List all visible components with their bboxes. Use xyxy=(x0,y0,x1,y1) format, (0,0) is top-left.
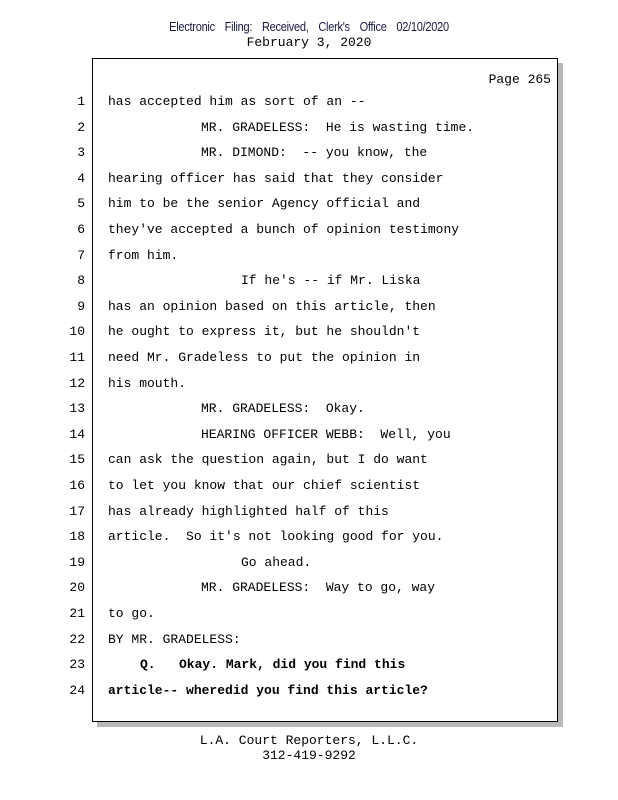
transcript-line: 22 BY MR. GRADELESS: xyxy=(69,631,557,650)
transcript-line: 19 Go ahead. xyxy=(69,554,557,573)
line-text: article-- wheredid you find this article… xyxy=(108,682,428,698)
transcript-line: 24 article-- wheredid you find this artic… xyxy=(69,682,557,701)
line-text: they've accepted a bunch of opinion test… xyxy=(108,222,460,237)
line-text: BY MR. GRADELESS: xyxy=(108,631,241,647)
line-number: 18 xyxy=(69,529,85,545)
line-text: can ask the question again, but I do wan… xyxy=(108,452,428,468)
transcript-line: 17 has already highlighted half of this xyxy=(69,503,557,522)
line-number: 19 xyxy=(69,554,85,570)
transcript-line: 9 has an opinion based on this article, t… xyxy=(77,298,557,317)
line-number: 6 xyxy=(77,222,85,237)
line-number: 2 xyxy=(77,119,85,135)
transcript-line: 11 need Mr. Gradeless to put the opinion … xyxy=(69,350,557,368)
filing-stamp: Electronic Filing: Received, Clerk's Off… xyxy=(169,20,449,34)
reporter-company: L.A. Court Reporters, L.L.C. xyxy=(199,733,419,748)
line-number: 9 xyxy=(77,298,85,314)
line-number: 4 xyxy=(77,170,85,186)
line-text: has an opinion based on this article, th… xyxy=(108,298,436,314)
line-text: hearing officer has said that they consi… xyxy=(108,170,444,186)
transcript-line: 14 HEARING OFFICER WEBB: Well, you xyxy=(69,426,557,445)
line-text: MR. GRADELESS: He is wasting time. xyxy=(201,119,475,135)
transcript-line: 4 hearing officer has said that they cons… xyxy=(77,170,557,189)
line-number: 1 xyxy=(77,94,85,109)
transcript-line: 20 MR. GRADELESS: Way to go, way xyxy=(69,580,557,598)
line-number: 23 xyxy=(69,657,85,673)
line-number: 17 xyxy=(69,503,85,519)
transcript-line: 7 from him. xyxy=(77,247,557,266)
line-number: 12 xyxy=(69,375,85,391)
line-number: 24 xyxy=(69,682,85,698)
transcript-line: 18 article. So it's not looking good for … xyxy=(69,529,557,547)
line-text: has accepted him as sort of an -- xyxy=(108,94,366,109)
transcript-line: 3 MR. DIMOND: -- you know, the xyxy=(77,145,557,163)
line-number: 8 xyxy=(77,273,85,289)
line-number: 21 xyxy=(69,606,85,621)
line-number: 10 xyxy=(69,324,85,340)
line-text: If he's -- if Mr. Liska xyxy=(241,273,421,289)
transcript-line: 23 Q. Okay. Mark, did you find this xyxy=(69,657,557,675)
line-text: MR. GRADELESS: Okay. xyxy=(201,401,365,417)
line-text: need Mr. Gradeless to put the opinion in xyxy=(108,350,421,365)
line-text: HEARING OFFICER WEBB: Well, you xyxy=(201,426,451,442)
transcript-line: 21 to go. xyxy=(69,606,557,624)
reporter-phone: 312-419-9292 xyxy=(262,748,356,763)
transcript-line: 2 MR. GRADELESS: He is wasting time. xyxy=(77,119,557,138)
line-text: Go ahead. xyxy=(241,554,312,570)
transcript-line: 15 can ask the question again, but I do w… xyxy=(69,452,557,470)
line-text: MR. GRADELESS: Way to go, way xyxy=(201,580,436,596)
line-number: 22 xyxy=(69,631,85,647)
line-number: 15 xyxy=(69,452,85,468)
footer: L.A. Court Reporters, L.L.C. 312-419-929… xyxy=(0,733,618,763)
transcript-page: Page 265 1 has accepted him as sort of an… xyxy=(69,58,558,722)
line-text: his mouth. xyxy=(108,375,187,391)
transcript-line: 8 If he's -- if Mr. Liska xyxy=(77,273,557,291)
transcript-line: 10 he ought to express it, but he shouldn… xyxy=(69,324,557,342)
transcript-line: 1 has accepted him as sort of an -- xyxy=(77,94,557,112)
line-text: to let you know that our chief scientist xyxy=(108,478,421,493)
transcript-date: February 3, 2020 xyxy=(246,35,372,50)
transcript-line: 16 to let you know that our chief scienti… xyxy=(69,478,557,496)
transcript-line: 12 his mouth. xyxy=(69,375,557,394)
line-number: 5 xyxy=(77,196,85,212)
line-text: has already highlighted half of this xyxy=(108,503,389,519)
line-number: 13 xyxy=(69,401,85,417)
line-text: from him. xyxy=(108,247,179,263)
line-number: 3 xyxy=(77,145,85,161)
line-text: article. So it's not looking good for yo… xyxy=(108,529,444,545)
line-number: 7 xyxy=(77,247,85,263)
line-text: to go. xyxy=(108,606,155,621)
line-number: 11 xyxy=(69,350,85,365)
transcript-line: 6 they've accepted a bunch of opinion tes… xyxy=(77,222,557,240)
page-number: Page 265 xyxy=(488,72,551,87)
line-text: him to be the senior Agency official and xyxy=(108,196,421,212)
transcript-line: 5 him to be the senior Agency official an… xyxy=(77,196,557,214)
line-number: 20 xyxy=(69,580,85,596)
transcript-line: 13 MR. GRADELESS: Okay. xyxy=(69,401,557,419)
line-number: 16 xyxy=(69,478,85,493)
line-text: MR. DIMOND: -- you know, the xyxy=(201,145,428,161)
line-text: he ought to express it, but he shouldn't xyxy=(108,324,421,340)
line-number: 14 xyxy=(69,426,85,442)
line-text: Q. Okay. Mark, did you find this xyxy=(140,657,406,673)
